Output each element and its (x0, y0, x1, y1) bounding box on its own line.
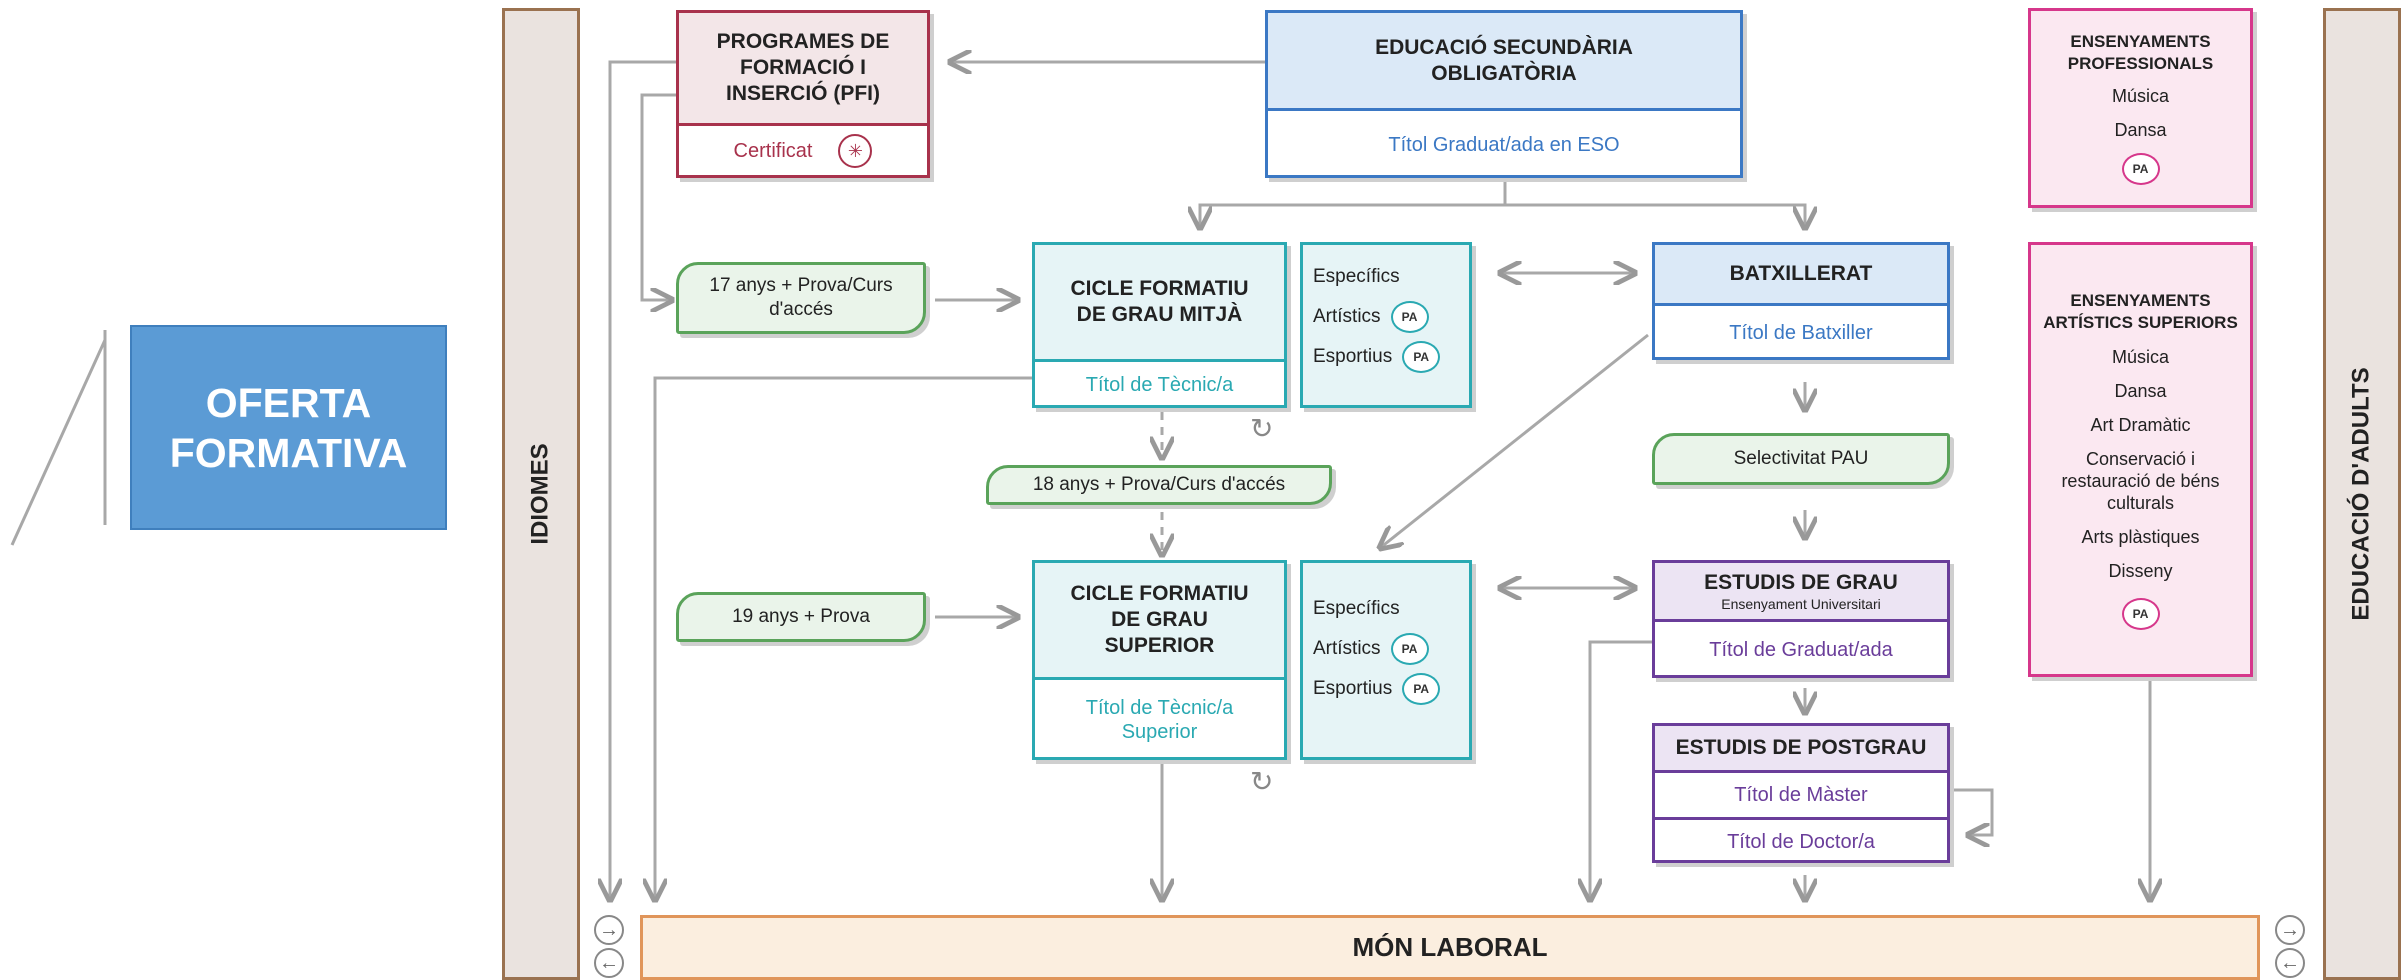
type-artistics: Artístics (1313, 638, 1381, 659)
superiors-item: Música (2111, 346, 2169, 367)
title-line-1: OFERTA (205, 379, 372, 426)
superiors-title: ENSENYAMENTS ARTÍSTICS SUPERIORS (2043, 290, 2238, 332)
arrow-right-icon: → (594, 915, 624, 945)
title-line-2: FORMATIVA (169, 429, 408, 476)
box-superiors: ENSENYAMENTS ARTÍSTICS SUPERIORS Música … (2028, 242, 2253, 677)
arrow-left-icon: ← (2275, 948, 2305, 978)
sidebar-adults: EDUCACIÓ D'ADULTS (2323, 8, 2401, 980)
eso-title: EDUCACIÓ SECUNDÀRIA OBLIGATÒRIA (1268, 13, 1740, 111)
box-batxillerat: BATXILLERAT Títol de Batxiller (1652, 242, 1950, 360)
access-cfgs-from-cfgm: 18 anys + Prova/Curs d'accés (986, 465, 1332, 505)
pa-badge: PA (2121, 153, 2160, 185)
professionals-item: Música (2111, 86, 2169, 106)
type-artistics: Artístics (1313, 306, 1381, 327)
doctor-degree: Títol de Doctor/a (1727, 830, 1875, 853)
superiors-item: Dansa (2114, 380, 2167, 401)
grau-title: ESTUDIS DE GRAU (1704, 570, 1898, 596)
superiors-item: Arts plàstiques (2081, 526, 2200, 547)
pau-exam: Selectivitat PAU (1652, 433, 1950, 485)
pfi-certificate: Certificat (733, 139, 813, 162)
batxillerat-title: BATXILLERAT (1655, 245, 1947, 306)
box-grau: ESTUDIS DE GRAU Ensenyament Universitari… (1652, 560, 1950, 678)
arrow-left-icon: ← (594, 948, 624, 978)
pa-badge: PA (1402, 673, 1441, 705)
master-degree: Títol de Màster (1655, 773, 1947, 820)
superiors-item: Art Dramàtic (2090, 414, 2191, 435)
pa-badge: PA (1390, 301, 1429, 333)
batxillerat-degree: Títol de Batxiller (1729, 321, 1873, 344)
box-pfi: PROGRAMES DE FORMACIÓ I INSERCIÓ (PFI) C… (676, 10, 930, 178)
mon-laboral: MÓN LABORAL (640, 915, 2260, 980)
arrow-right-icon: → (2275, 915, 2305, 945)
eso-degree: Títol Graduat/ada en ESO (1388, 133, 1620, 156)
postgrau-title: ESTUDIS DE POSTGRAU (1655, 726, 1947, 773)
box-cfgs: CICLE FORMATIU DE GRAU SUPERIOR Títol de… (1032, 560, 1287, 760)
cfgs-title: CICLE FORMATIU DE GRAU SUPERIOR (1035, 563, 1284, 680)
pfi-title: PROGRAMES DE FORMACIÓ I INSERCIÓ (PFI) (679, 13, 927, 126)
box-postgrau: ESTUDIS DE POSTGRAU Títol de Màster Títo… (1652, 723, 1950, 863)
professionals-title: ENSENYAMENTS PROFESSIONALS (2067, 32, 2214, 73)
asterisk-icon: ✳ (838, 134, 873, 168)
sidebar-idiomes: IDIOMES (502, 8, 580, 980)
grau-subtitle: Ensenyament Universitari (1721, 596, 1881, 612)
access-cfgm: 17 anys + Prova/Curs d'accés (676, 262, 926, 334)
cfgm-degree: Títol de Tècnic/a (1085, 373, 1234, 396)
type-especifics: Específics (1313, 266, 1400, 287)
superiors-item: Conservació i restauració de béns cultur… (2061, 448, 2220, 513)
professionals-item: Dansa (2114, 120, 2167, 140)
box-cfgm: CICLE FORMATIU DE GRAU MITJÀ Títol de Tè… (1032, 242, 1287, 408)
box-professionals: ENSENYAMENTS PROFESSIONALS Música Dansa … (2028, 8, 2253, 208)
sidebar-adults-label: EDUCACIÓ D'ADULTS (2348, 367, 2376, 621)
page-title: OFERTA FORMATIVA (130, 325, 447, 530)
type-esportius: Esportius (1313, 678, 1393, 699)
type-esportius: Esportius (1313, 346, 1393, 367)
grau-degree: Títol de Graduat/ada (1709, 638, 1893, 661)
access-cfgs: 19 anys + Prova (676, 592, 926, 642)
sidebar-idiomes-label: IDIOMES (527, 443, 554, 545)
pa-badge: PA (1390, 633, 1429, 665)
superiors-item: Disseny (2108, 560, 2173, 581)
loop-icon: ↻ (1250, 766, 1274, 797)
box-eso: EDUCACIÓ SECUNDÀRIA OBLIGATÒRIA Títol Gr… (1265, 10, 1743, 178)
cfgm-title: CICLE FORMATIU DE GRAU MITJÀ (1035, 245, 1284, 362)
pa-badge: PA (2121, 597, 2160, 630)
loop-icon: ↻ (1250, 413, 1274, 444)
pa-badge: PA (1402, 341, 1441, 373)
cfgs-degree: Títol de Tècnic/a Superior (1085, 697, 1234, 743)
type-especifics: Específics (1313, 598, 1400, 619)
